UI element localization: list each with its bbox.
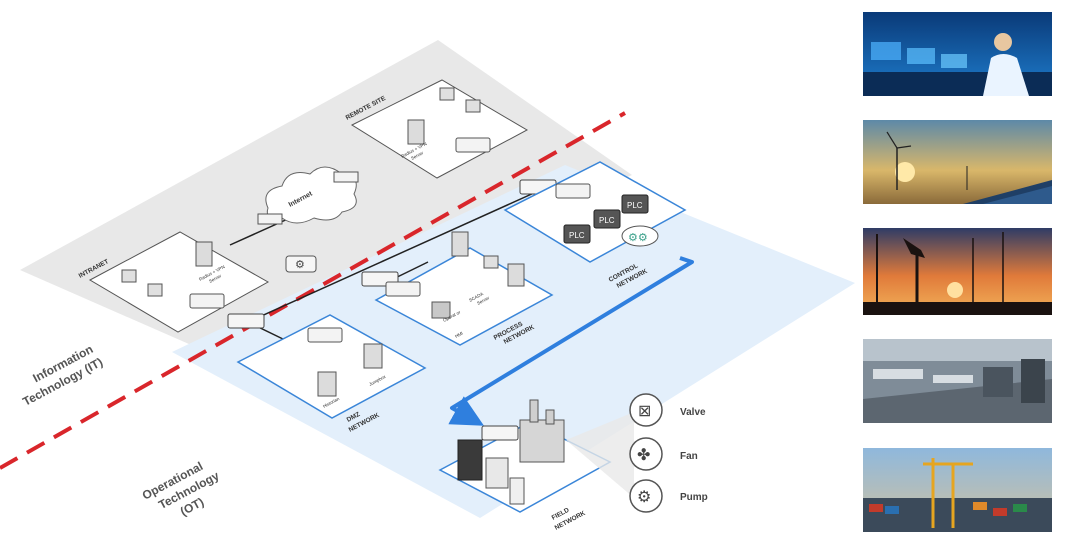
svg-text:✤: ✤ xyxy=(637,447,650,464)
control-network: PLC PLC PLC ⚙⚙ CONTROL NETWORK xyxy=(503,161,687,290)
pump-label: Pump xyxy=(680,492,708,503)
ot-zone-label: Operational Technology (OT) xyxy=(140,453,232,531)
workstation-icon xyxy=(439,87,455,101)
workstation-icon xyxy=(121,269,137,283)
firewall-icon xyxy=(385,281,421,297)
valve-label: Valve xyxy=(680,407,706,418)
factory-production-line-photo xyxy=(863,339,1052,423)
valve-icon xyxy=(629,393,663,427)
server-icon xyxy=(451,231,469,257)
oil-field-sunset-photo xyxy=(863,228,1052,315)
factory-icon xyxy=(519,419,565,463)
field-network: FIELD NETWORK xyxy=(438,399,612,532)
scada-server-icon xyxy=(507,263,525,287)
firewall-icon xyxy=(307,327,343,343)
firewall-icon xyxy=(555,183,591,199)
plc-icon xyxy=(621,194,649,214)
firewall-icon xyxy=(189,293,225,309)
factory-chimney-icon xyxy=(545,409,555,425)
cabinet-icon xyxy=(457,439,483,481)
panel-icon xyxy=(485,457,509,489)
dmz-network: Historian Jumpbox DMZ NETWORK xyxy=(236,314,427,434)
plc-group: PLC PLC PLC xyxy=(563,194,649,244)
ot-zone xyxy=(172,165,855,518)
gear-icon: ⚙ xyxy=(295,259,305,271)
switch-icon xyxy=(481,425,519,441)
wind-solar-farm-photo xyxy=(863,120,1052,204)
internet-cloud: Internet xyxy=(257,166,359,225)
plc-label: PLC xyxy=(569,231,585,240)
hmi-label: HMI xyxy=(454,331,464,339)
remote-radius-label-2: Server xyxy=(410,150,424,161)
historian-server-icon xyxy=(317,371,337,397)
switch-icon xyxy=(227,313,265,329)
gears-icon xyxy=(621,225,659,247)
router-icon xyxy=(333,171,359,183)
workstation-icon xyxy=(147,283,163,297)
hmi-icon xyxy=(431,301,451,319)
radius-server-icon xyxy=(195,241,213,267)
field-device-valve: ⊠ Valve xyxy=(629,393,706,427)
workstation-icon xyxy=(465,99,481,113)
scada-label: SCADA xyxy=(468,291,484,303)
callout-fan-out xyxy=(566,412,634,498)
gear-appliance-icon xyxy=(285,255,317,273)
firewall-icon xyxy=(455,137,491,153)
sensor-icon xyxy=(509,477,525,505)
field-device-fan: ✤ Fan xyxy=(629,437,698,471)
plc-label: PLC xyxy=(627,201,643,210)
factory-chimney-icon xyxy=(529,399,539,423)
shipping-port-photo xyxy=(863,448,1052,532)
gear-icon: ⚙⚙ xyxy=(628,232,648,244)
scada-label-2: Server xyxy=(476,295,490,306)
it-ot-divider xyxy=(0,111,626,470)
pump-icon xyxy=(629,479,663,513)
workstation-icon xyxy=(483,255,499,269)
control-to-field-arrow xyxy=(448,256,694,426)
fan-icon xyxy=(629,437,663,471)
plc-icon xyxy=(593,209,621,229)
network-architecture-diagram: REMOTE SITE Radius + VPN Server Internet… xyxy=(0,40,855,532)
it-zone-label: Information Technology (IT) xyxy=(13,340,106,408)
svg-text:⚙: ⚙ xyxy=(637,489,651,506)
plc-label: PLC xyxy=(599,216,615,225)
router-icon xyxy=(257,213,283,225)
fan-label: Fan xyxy=(680,451,698,462)
jumpbox-server-icon xyxy=(363,343,383,369)
radius-server-icon xyxy=(407,119,425,145)
control-room-photo xyxy=(863,12,1052,96)
field-device-pump: ⚙ Pump xyxy=(629,479,708,513)
svg-text:⊠: ⊠ xyxy=(638,403,651,420)
plc-icon xyxy=(563,224,591,244)
intranet-radius-label-2: Server xyxy=(208,273,222,284)
